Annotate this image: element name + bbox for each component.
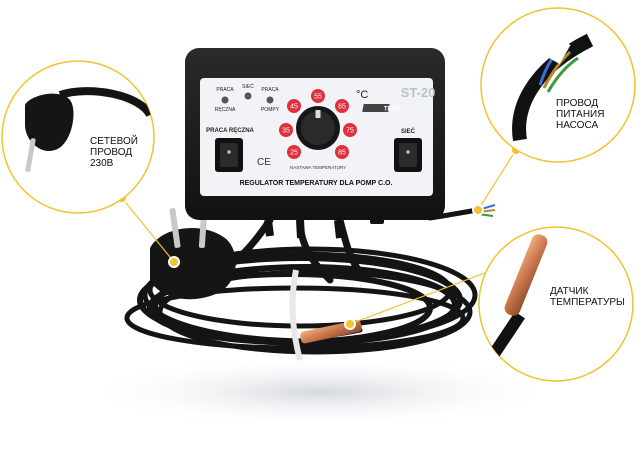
callout-lines [121,149,517,325]
callout-plug-line-2: ПРОВОД [90,147,133,158]
dial-mark-label: 75 [346,128,354,135]
callout-sensor [478,226,634,382]
dial-mark-label: 55 [314,94,322,101]
dial-mark-circle [335,145,349,159]
callout-sensor-line-2: ТЕМПЕРАТУРЫ [550,297,625,308]
cable-tie [289,269,303,361]
dial-mark-circle [287,99,301,113]
led-praca-pompy [266,96,274,104]
switch-icon [227,150,231,154]
callout-plug-text: СЕТЕВОЙ ПРОВОД 230В [90,136,138,169]
callout-sensor-text: ДАТЧИК ТЕМПЕРАТУРЫ [550,286,625,308]
label-praca-pompy: PRACA [261,87,279,93]
callout-sensor-line-1: ДАТЧИК [550,286,589,297]
callout-pump-text: ПРОВОД ПИТАНИЯ НАСОСА [556,98,604,131]
brand-text: TECH [384,107,400,113]
dial-mark-label: 85 [338,150,346,157]
left-switch-label: PRACA RĘCZNA [206,128,254,134]
brand-logo [362,104,390,112]
dial-mark-label: 25 [290,150,298,157]
temperature-dial [296,106,340,150]
callout-pump-line-1: ПРОВОД [556,98,599,109]
callout-pump-cable [480,7,636,163]
dial-mark-label: 35 [282,128,290,135]
floor-shadow [80,356,560,428]
ce-mark: CE [257,157,271,168]
dial-mark-circle [343,123,357,137]
callout-pump-line-2: ПИТАНИЯ [556,109,605,120]
callout-plug [1,60,155,214]
footer-title: REGULATOR TEMPERATURY DLA POMP C.O. [240,180,393,187]
cable-stub [334,219,344,239]
callout-plug-line-1: СЕТЕВОЙ [90,136,138,147]
label-siec-top: SIEĆ [242,83,254,90]
controller-device: PRACA RĘCZNA SIEĆ PRACA POMPY ST-20 TECH… [185,48,445,239]
unit-label: °C [356,89,368,101]
dial-mark-circle [279,123,293,137]
manual-mode-switch-rocker [220,143,238,167]
cable-gland [370,214,384,224]
label-reczna: RĘCZNA [215,107,236,113]
model-label: ST-20 [401,85,436,100]
dial-mark-circle [311,89,325,103]
led-siec [244,92,252,100]
power-plug [150,208,236,300]
right-switch-label: SIEĆ [401,127,416,135]
callout-pump-line-3: НАСОСА [556,120,599,131]
dial-mark-label: 65 [338,104,346,111]
label-pompy: POMPY [261,107,280,113]
dial-label: NASTAWA TEMPERATURY [290,165,346,170]
switch-icon [406,150,410,154]
led-praca-reczna [221,96,229,104]
label-praca: PRACA [216,87,234,93]
dial-mark-label: 45 [290,104,298,111]
power-switch-rocker [399,143,417,167]
dial-mark-circle [335,99,349,113]
dial-marks: 45 55 65 35 75 25 85 [279,89,357,159]
cable-stub [296,219,305,239]
callout-plug-line-3: 230В [90,158,114,169]
cable-stub [264,219,274,237]
dial-mark-circle [287,145,301,159]
